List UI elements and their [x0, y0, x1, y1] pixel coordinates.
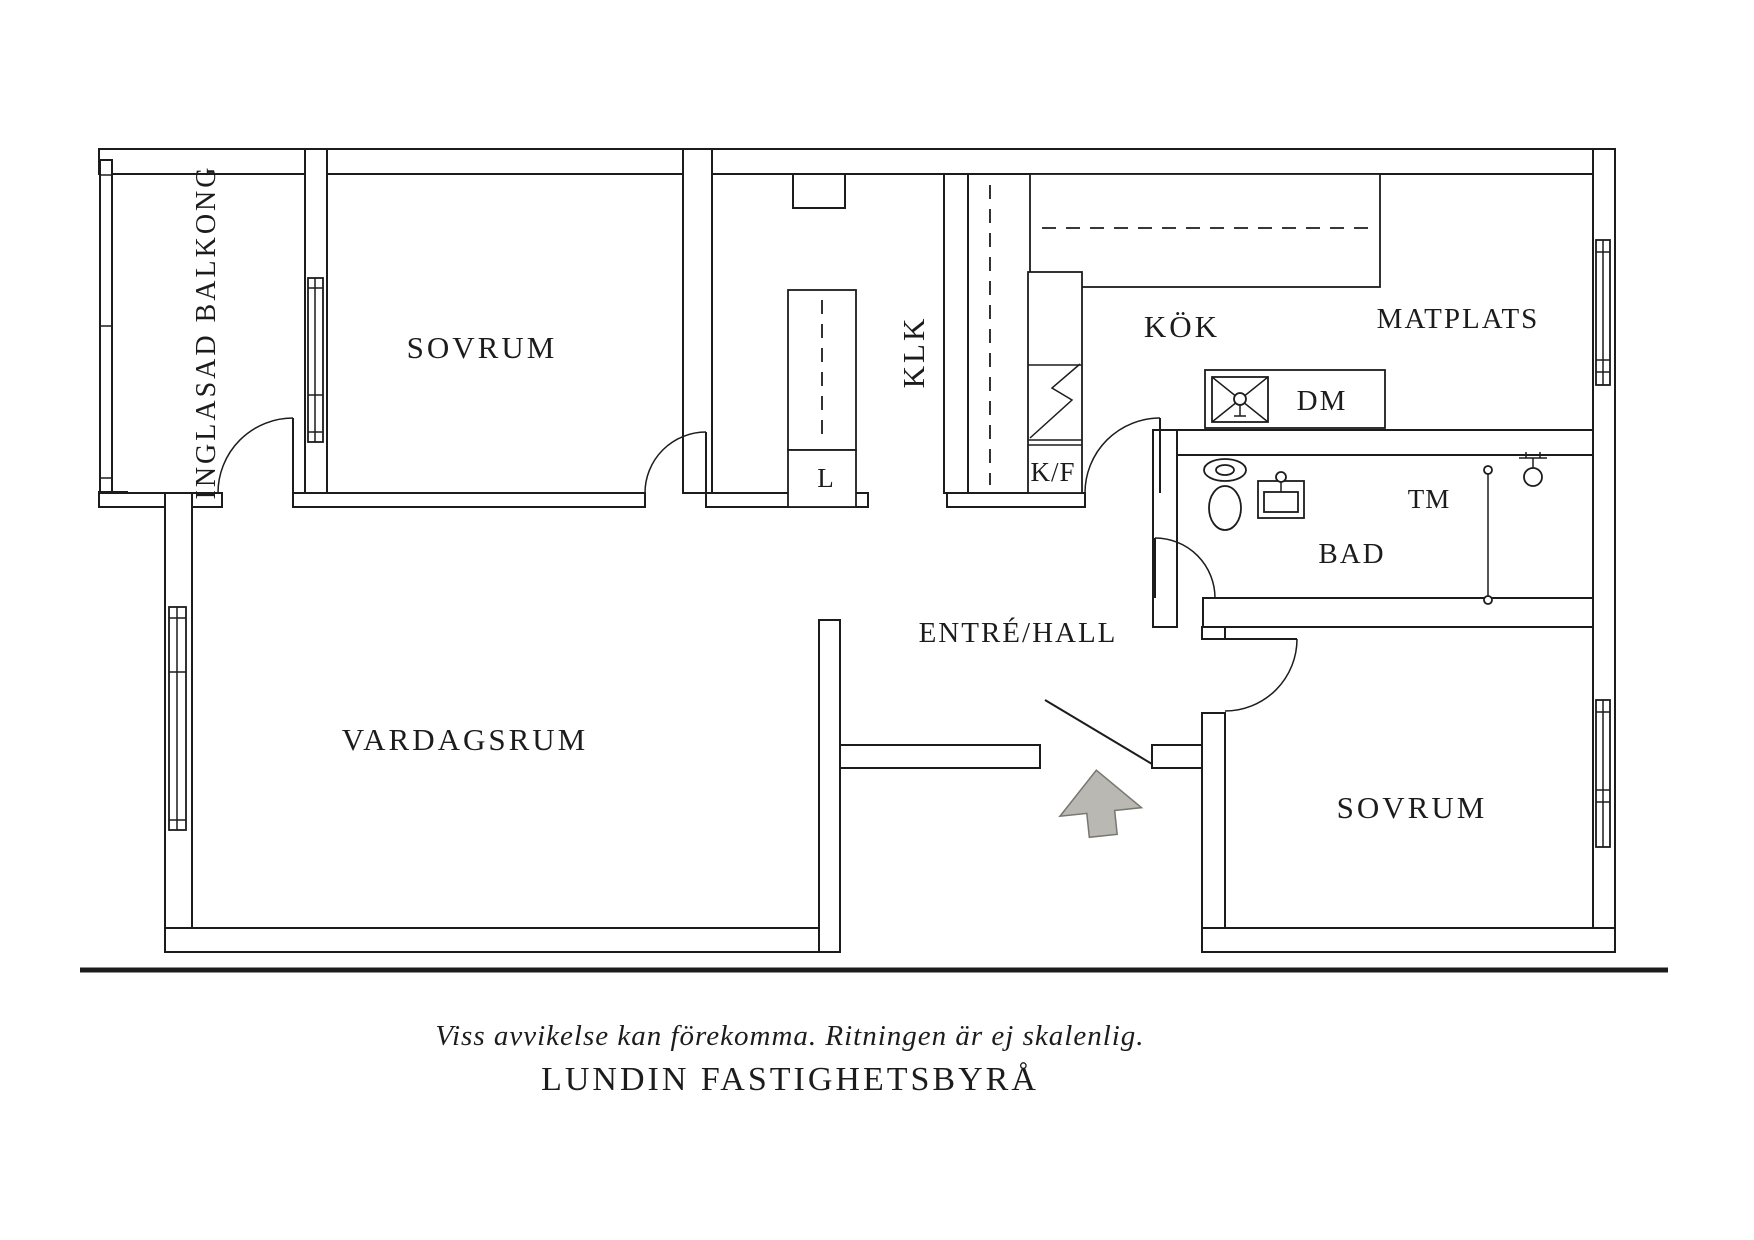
wall-bedroom2-left-b — [1201, 712, 1226, 953]
bedroom-bottom-door — [1224, 638, 1298, 712]
room-label-glazed-balcony: INGLASAD BALKONG — [191, 165, 222, 500]
entrance-arrow-icon — [1058, 769, 1144, 839]
wall-bedroom2-left-a — [1201, 626, 1226, 640]
appliance-label-washing-machine: TM — [1408, 484, 1451, 514]
footer-agency: LUNDIN FASTIGHETSBYRÅ — [541, 1061, 1039, 1098]
room-label-bathroom: BAD — [1318, 538, 1385, 570]
room-label-kitchen: KÖK — [1144, 309, 1220, 344]
kitchen-sink-icon — [1211, 376, 1269, 423]
klk-notch — [792, 173, 846, 209]
kitchen-counter-top-strip — [1029, 173, 1381, 288]
wall-bottom-right-block — [1201, 927, 1616, 953]
bathroom-sink-icon — [1257, 471, 1305, 519]
linen-cabinet-box — [787, 449, 857, 508]
kitchen-appliance-column — [1027, 271, 1083, 494]
room-label-entry-hall: ENTRÉ/HALL — [919, 616, 1118, 649]
wall-hall-top-2 — [946, 492, 1086, 508]
window-dining — [1595, 239, 1611, 386]
cabinetry — [787, 173, 1386, 508]
wall-bath-bottom — [1202, 597, 1594, 628]
room-label-dining: MATPLATS — [1377, 303, 1540, 335]
appliance-label-linen: L — [817, 463, 835, 493]
wall-bath-left — [1152, 429, 1178, 628]
window-living — [168, 606, 187, 831]
stove-icon — [1029, 363, 1081, 439]
wall-klk-right — [943, 173, 969, 494]
wall-hall-bottom-left — [839, 744, 1041, 769]
toilet-icon — [1203, 458, 1247, 531]
kitchen-door — [1084, 417, 1161, 494]
bedroom-top-door — [644, 431, 707, 494]
shower-head-icon — [1519, 452, 1547, 487]
entrance-door — [1044, 699, 1153, 765]
shower-curtain-icon — [1483, 465, 1493, 605]
doors — [217, 417, 1298, 765]
wall-bath-top — [1176, 429, 1594, 456]
balcony-door — [217, 417, 294, 494]
room-label-bedroom-top: SOVRUM — [407, 330, 558, 365]
wall-living-hall-stub — [818, 619, 841, 953]
window-bedroom2 — [1595, 699, 1611, 848]
appliance-label-dishwasher: DM — [1297, 385, 1348, 417]
wall-hall-bottom-right — [1151, 744, 1203, 769]
wall-bedroom-right — [682, 148, 713, 494]
bathroom-door — [1154, 537, 1216, 599]
appliance-label-fridge-freezer: K/F — [1030, 457, 1075, 487]
windows — [168, 239, 1611, 848]
room-label-living-room: VARDAGSRUM — [342, 722, 589, 757]
footer-disclaimer: Viss avvikelse kan förekomma. Ritningen … — [435, 1020, 1144, 1052]
walls — [98, 148, 1616, 953]
room-label-bedroom-bottom: SOVRUM — [1337, 790, 1488, 825]
wall-bedroom-bottom — [292, 492, 646, 508]
room-label-closet-klk: KLK — [896, 316, 931, 389]
window-balcony-bedroom — [307, 277, 324, 443]
bathroom-fixtures — [1203, 452, 1547, 605]
wall-bottom-left-block — [164, 927, 841, 953]
